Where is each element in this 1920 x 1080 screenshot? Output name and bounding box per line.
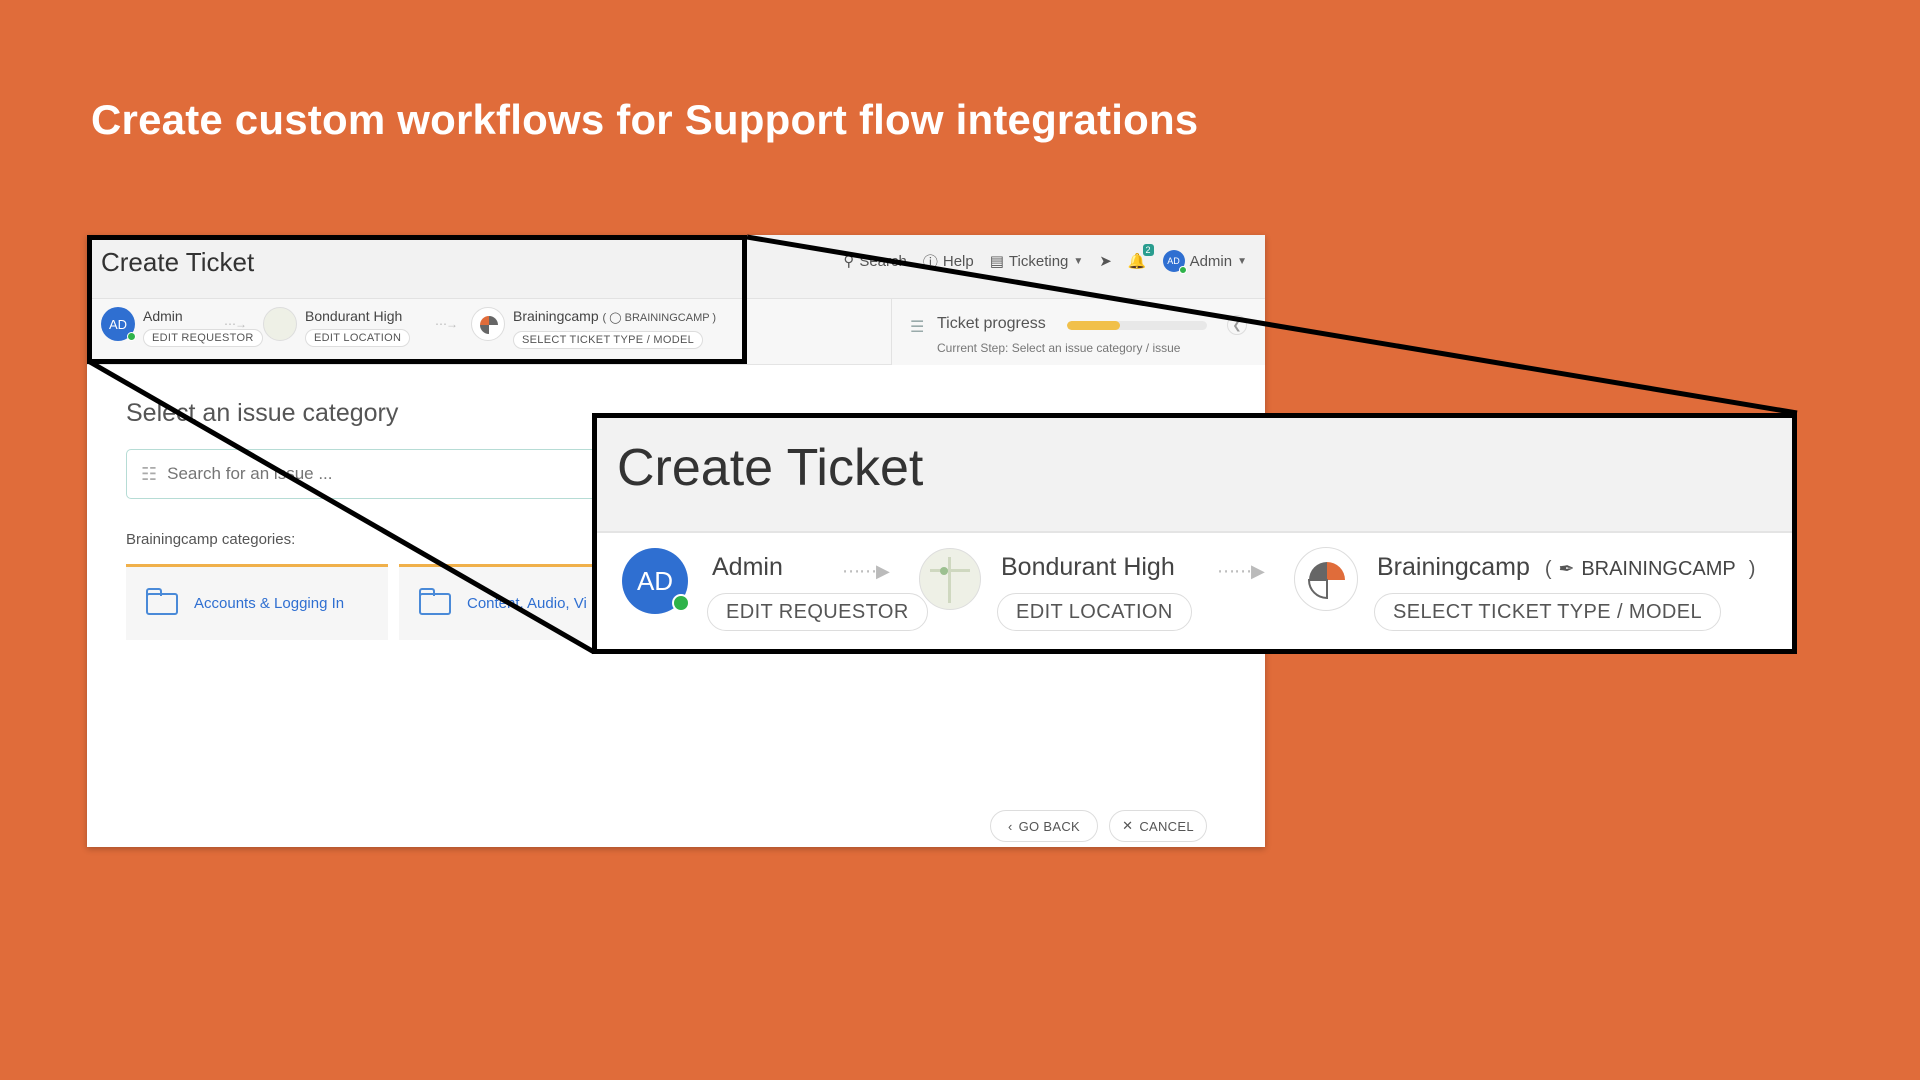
step-arrow-icon: ⋯→ (224, 317, 247, 331)
requestor-name: Admin (712, 553, 783, 581)
tag-label: ( ◯ BRAININGCAMP ) (602, 312, 717, 324)
requestor-avatar: AD (622, 548, 690, 614)
requestor-name: Admin (143, 308, 183, 324)
cancel-button[interactable]: ✕ CANCEL (1109, 810, 1207, 842)
online-indicator (1178, 266, 1187, 274)
avatar-initials: AD (1167, 256, 1180, 266)
tag-text: BRAININGCAMP (1581, 558, 1736, 580)
requestor-avatar: AD (101, 307, 136, 341)
issue-search-input[interactable] (167, 464, 648, 484)
select-ticket-type-button[interactable]: SELECT TICKET TYPE / MODEL (1374, 593, 1722, 631)
progress-label: Ticket progress (937, 315, 1046, 332)
ticketing-label: Ticketing (1008, 252, 1069, 270)
brainingcamp-logo-icon (471, 307, 505, 341)
category-label: Accounts & Logging In (194, 595, 345, 612)
categories-label: Brainingcamp categories: (126, 531, 296, 548)
step-requestor: AD Admin EDIT REQUESTOR (101, 307, 263, 347)
chevron-left-icon: ‹ (1008, 818, 1013, 834)
search-icon: ⚲ (843, 253, 855, 270)
avatar-initials: AD (636, 565, 674, 596)
progress-fill (1067, 321, 1121, 330)
folder-icon (146, 587, 178, 615)
brainingcamp-row: Brainingcamp ( ✒ BRAININGCAMP ) (1377, 553, 1755, 582)
select-ticket-type-button[interactable]: SELECT TICKET TYPE / MODEL (513, 331, 704, 349)
edit-requestor-button[interactable]: EDIT REQUESTOR (707, 593, 928, 631)
go-back-button[interactable]: ‹ GO BACK (990, 810, 1098, 842)
step-arrow-icon: ⋯⋯▶ (1217, 561, 1265, 581)
edit-location-button[interactable]: EDIT LOCATION (305, 329, 411, 347)
collapse-panel-button[interactable]: ❮ (1227, 315, 1247, 335)
location-name: Bondurant High (305, 308, 403, 324)
location-name: Bondurant High (1001, 553, 1175, 581)
step-arrow-icon: ⋯⋯▶ (842, 561, 890, 581)
close-icon: ✕ (1122, 818, 1134, 833)
online-indicator (672, 594, 690, 612)
hierarchy-icon: ☷ (141, 463, 158, 484)
avatar: AD (1162, 250, 1187, 274)
help-label: Help (942, 252, 974, 270)
zoom-highlight-frame (87, 235, 747, 364)
tag-icon: ◯ (609, 312, 622, 324)
search-label: Search (859, 252, 907, 270)
edit-requestor-button[interactable]: EDIT REQUESTOR (143, 329, 263, 347)
tag-open-paren: ( (1544, 558, 1552, 580)
top-nav: ⚲ Search ⓘ Help ▤ Ticketing ▼ ➤ 🔔 2 AD A… (843, 244, 1247, 274)
location-map-icon (919, 548, 981, 610)
ticket-progress-panel: ☰ Ticket progress Current Step: Select a… (891, 299, 1265, 365)
tag-close-paren: ) (1748, 558, 1756, 580)
callout-steps: AD Admin EDIT REQUESTOR ⋯⋯▶ Bondurant Hi… (597, 533, 1792, 649)
callout-title: Create Ticket (617, 439, 924, 497)
help-icon: ⓘ (922, 253, 938, 271)
slide-headline: Create custom workflows for Support flow… (91, 96, 1199, 143)
zoomed-callout: Create Ticket AD Admin EDIT REQUESTOR ⋯⋯… (592, 413, 1797, 654)
location-map-icon (263, 307, 297, 341)
current-step-text: Current Step: Select an issue category /… (937, 341, 1181, 355)
page-title: Create Ticket (101, 247, 255, 277)
notification-badge: 2 (1142, 244, 1154, 256)
folder-icon (419, 587, 451, 615)
progress-bar (1067, 321, 1207, 330)
edit-location-button[interactable]: EDIT LOCATION (997, 593, 1192, 631)
step-ticket-type: Brainingcamp ( ◯ BRAININGCAMP ) SELECT T… (471, 307, 716, 349)
go-back-label: GO BACK (1018, 818, 1080, 834)
requestor-initials: AD (108, 316, 128, 332)
issue-category-title: Select an issue category (126, 399, 399, 427)
brainingcamp-name: Brainingcamp (513, 308, 599, 324)
ticket-icon: ▤ (989, 253, 1004, 270)
category-card[interactable]: Accounts & Logging In (126, 564, 388, 640)
callout-header: Create Ticket (597, 418, 1792, 533)
user-menu[interactable]: AD Admin ▼ (1162, 250, 1247, 274)
tag-icon: ✒ (1558, 559, 1575, 580)
tag-text: BRAININGCAMP (624, 312, 710, 324)
list-icon: ☰ (910, 319, 925, 336)
paper-plane-icon: ➤ (1099, 253, 1112, 270)
step-location: Bondurant High EDIT LOCATION (263, 307, 411, 347)
search-link[interactable]: ⚲ Search (843, 252, 907, 271)
ticketing-menu[interactable]: ▤ Ticketing ▼ (989, 252, 1084, 271)
chevron-down-icon: ▼ (1237, 255, 1247, 267)
brainingcamp-name: Brainingcamp (1377, 553, 1530, 581)
step-arrow-icon: ⋯→ (435, 317, 458, 331)
chevron-down-icon: ▼ (1073, 255, 1084, 267)
online-indicator (127, 332, 136, 341)
send-button[interactable]: ➤ (1099, 252, 1112, 270)
brainingcamp-logo-icon (1294, 547, 1358, 611)
category-label: Content, Audio, Vi (467, 595, 587, 612)
user-name: Admin (1189, 252, 1233, 270)
notifications-button[interactable]: 🔔 2 (1128, 244, 1154, 270)
help-link[interactable]: ⓘ Help (923, 251, 974, 272)
cancel-label: CANCEL (1139, 818, 1194, 834)
